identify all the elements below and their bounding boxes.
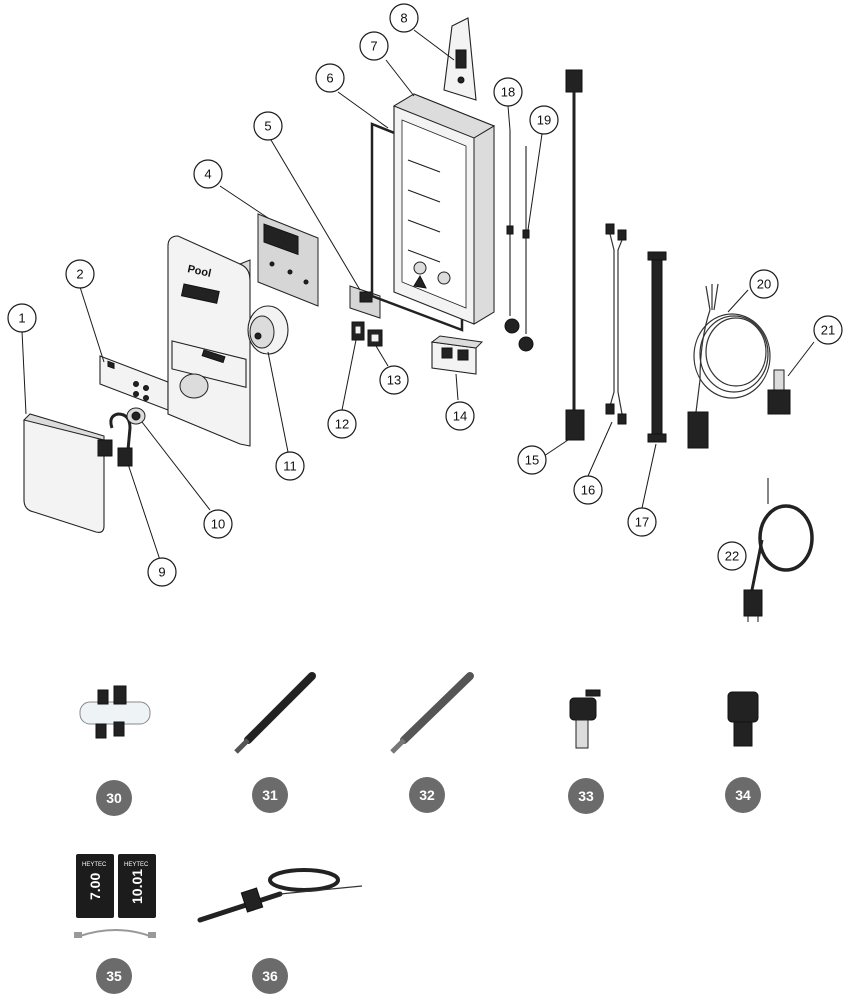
badge-31: 31 (252, 777, 288, 813)
accessory-32-electrode (390, 672, 474, 754)
accessory-30-flow-cell (79, 685, 151, 739)
svg-text:5: 5 (264, 119, 271, 134)
svg-text:9: 9 (158, 565, 165, 580)
part-18-probe-cable (504, 130, 520, 334)
pouch-value-right: 10.01 (129, 869, 145, 904)
svg-text:30: 30 (106, 790, 122, 806)
part-17-ribbon-cable (647, 251, 667, 443)
svg-text:1: 1 (18, 311, 25, 326)
callout-19: 19 (529, 105, 559, 135)
callout-7: 7 (359, 31, 389, 61)
callout-9: 9 (147, 557, 177, 587)
part-8-mounting-bracket (443, 17, 477, 101)
callout-11: 11 (275, 451, 305, 481)
svg-text:18: 18 (501, 85, 515, 100)
accessory-36-cable-clamp (197, 868, 363, 923)
callout-18: 18 (493, 77, 523, 107)
callout-13: 13 (379, 365, 409, 395)
svg-text:17: 17 (635, 515, 649, 530)
svg-text:13: 13 (387, 373, 401, 388)
pouch-brand-right: HEYTEC (124, 862, 149, 868)
front-housing: Pool (167, 235, 251, 447)
svg-text:33: 33 (578, 788, 594, 804)
callout-2: 2 (65, 259, 95, 289)
pouch-value-left: 7.00 (87, 873, 103, 900)
svg-text:7: 7 (370, 39, 377, 54)
accessory-33-sensor-holder (569, 689, 601, 749)
part-7-rear-enclosure (392, 93, 496, 325)
svg-text:6: 6 (326, 71, 333, 86)
callout-6: 6 (315, 63, 345, 93)
part-15-cable-harness (565, 69, 585, 441)
svg-text:34: 34 (735, 787, 751, 803)
leader-lines (21, 29, 815, 561)
svg-text:36: 36 (262, 968, 278, 984)
svg-text:16: 16 (581, 483, 595, 498)
callout-1: 1 (7, 303, 37, 333)
part-14-power-block (430, 335, 484, 375)
brand-logo-text: Pool (186, 263, 212, 280)
badge-32: 32 (409, 777, 445, 813)
accessory-35-calibration-pouches: HEYTEC HEYTEC 7.00 10.01 (74, 854, 156, 938)
badge-34: 34 (725, 777, 761, 813)
callout-21: 21 (813, 315, 843, 345)
part-5-small-pcb (349, 285, 381, 319)
part-22-probe-cable-coil (743, 478, 814, 622)
callout-22: 22 (717, 541, 747, 571)
callout-12: 12 (327, 409, 357, 439)
svg-text:14: 14 (453, 409, 467, 424)
svg-text:12: 12 (335, 417, 349, 432)
callout-15: 15 (517, 445, 547, 475)
part-16-split-cable (605, 223, 627, 425)
badge-33: 33 (568, 778, 604, 814)
callout-14: 14 (445, 401, 475, 431)
callout-8: 8 (389, 3, 419, 33)
svg-text:32: 32 (419, 787, 435, 803)
accessory-31-ph-electrode (234, 672, 316, 754)
svg-text:10: 10 (211, 517, 225, 532)
svg-text:20: 20 (757, 277, 771, 292)
svg-text:31: 31 (262, 787, 278, 803)
part-20-power-cord (687, 283, 771, 449)
part-13-connector (367, 329, 383, 347)
badge-35: 35 (96, 958, 132, 994)
svg-text:4: 4 (204, 167, 211, 182)
svg-text:11: 11 (283, 459, 297, 474)
part-10-cap (126, 407, 146, 425)
part-12-connector (351, 321, 365, 341)
svg-text:8: 8 (400, 11, 407, 26)
callout-16: 16 (573, 475, 603, 505)
badge-30: 30 (96, 780, 132, 816)
svg-text:21: 21 (821, 323, 835, 338)
callout-10: 10 (203, 509, 233, 539)
part-21-fitting (767, 369, 791, 415)
svg-text:22: 22 (725, 549, 739, 564)
badge-36: 36 (252, 958, 288, 994)
part-2-keypad-membrane (99, 355, 169, 411)
accessory-34-adapter (727, 691, 759, 747)
part-9-elbow-fitting (97, 412, 133, 467)
svg-text:2: 2 (76, 267, 83, 282)
callout-17: 17 (627, 507, 657, 537)
part-4-display-pcb (257, 213, 319, 307)
callout-5: 5 (253, 111, 283, 141)
callout-4: 4 (193, 159, 223, 189)
part-19-probe-cable (518, 146, 534, 352)
callout-20: 20 (749, 269, 779, 299)
svg-text:15: 15 (525, 453, 539, 468)
part-11-pump-motor (247, 305, 289, 355)
pouch-brand-left: HEYTEC (82, 862, 107, 868)
svg-text:35: 35 (106, 968, 122, 984)
svg-text:19: 19 (537, 113, 551, 128)
part-1-front-cover (23, 413, 105, 533)
